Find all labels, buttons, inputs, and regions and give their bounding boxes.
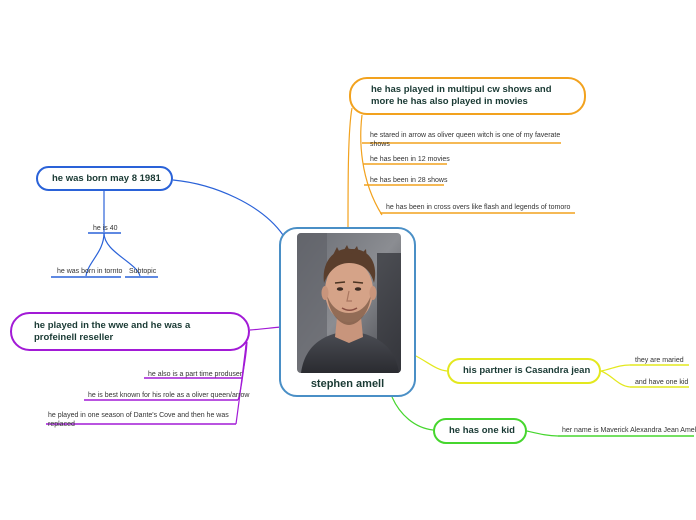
topic-cw-label: he has played in multipul cw shows and m… — [371, 84, 552, 107]
cw-child-shows: he has been in 28 shows — [370, 177, 448, 184]
cw-child-arrow: he stared in arrow as oliver queen witch… — [370, 132, 561, 148]
partner-child-maried: they are maried — [635, 357, 684, 364]
kid-child-name: her name is Maverick Alexandra Jean Amel… — [562, 427, 696, 434]
portrait-illustration — [297, 233, 401, 373]
topic-partner-label: his partner is Casandra jean — [463, 365, 591, 376]
cw-child-movies: he has been in 12 movies — [370, 156, 450, 163]
link-kid-c1 — [526, 430, 559, 437]
link-partner-c2 — [600, 370, 631, 388]
central-topic-label: stephen amell — [310, 378, 385, 390]
born-child-tornto: he was born in tornto — [57, 268, 123, 275]
link-partner-c1 — [600, 364, 631, 372]
wwe-child-dantes-cove: he played in one season of Dante's Cove … — [48, 412, 229, 428]
born-age-label: he is 40 — [93, 225, 118, 232]
cw-child-crossovers: he has been in cross overs like flash an… — [386, 204, 571, 211]
link-central-wwe — [249, 326, 282, 331]
topic-born-label: he was born may 8 1981 — [52, 172, 161, 184]
topic-born[interactable]: he was born may 8 1981 — [36, 166, 173, 191]
link-central-born — [172, 179, 284, 236]
wwe-child-arrow: he is best known for his role as a olive… — [88, 392, 250, 399]
topic-wwe-label: he played in the wwe and he was a profei… — [34, 319, 191, 343]
topic-wwe[interactable]: he played in the wwe and he was a profei… — [10, 312, 250, 351]
central-topic[interactable]: stephen amell — [279, 227, 416, 397]
portrait-photo — [297, 233, 401, 373]
topic-kid[interactable]: he has one kid — [433, 418, 527, 444]
link-wwe-c1 — [241, 341, 248, 379]
link-central-cw — [347, 107, 353, 230]
partner-child-kid: and have one kid — [635, 379, 689, 386]
link-cw-children — [360, 114, 383, 216]
topic-cw[interactable]: he has played in multipul cw shows and m… — [349, 77, 586, 115]
link-central-kid — [391, 396, 434, 431]
born-child-subtopic: Subtopic — [129, 268, 157, 275]
link-central-partner — [413, 354, 448, 372]
topic-kid-label: he has one kid — [449, 425, 515, 436]
topic-partner[interactable]: his partner is Casandra jean — [447, 358, 601, 384]
wwe-child-produser: he also is a part time produser — [148, 371, 243, 378]
